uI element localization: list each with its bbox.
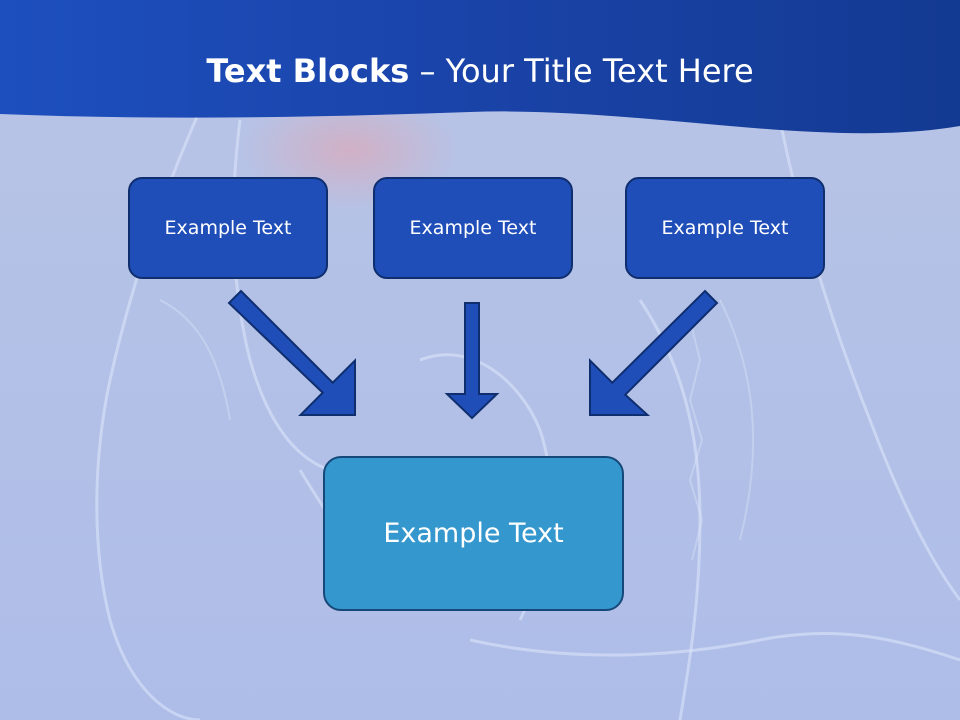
title-dash: – (419, 52, 436, 90)
arrow-right-diagonal (589, 289, 719, 416)
text-block-2-label: Example Text (409, 217, 537, 239)
slide-title: Text Blocks – Your Title Text Here (0, 52, 960, 90)
arrow-left-diagonal (227, 289, 356, 416)
title-bold-part: Text Blocks (206, 52, 410, 90)
text-block-2: Example Text (373, 177, 573, 279)
text-block-1: Example Text (128, 177, 328, 279)
result-block: Example Text (323, 456, 624, 611)
title-rest: Your Title Text Here (445, 52, 754, 90)
text-block-3-label: Example Text (661, 217, 789, 239)
text-block-1-label: Example Text (164, 217, 292, 239)
text-block-3: Example Text (625, 177, 825, 279)
result-block-label: Example Text (383, 518, 564, 549)
arrow-center-down (444, 302, 500, 420)
